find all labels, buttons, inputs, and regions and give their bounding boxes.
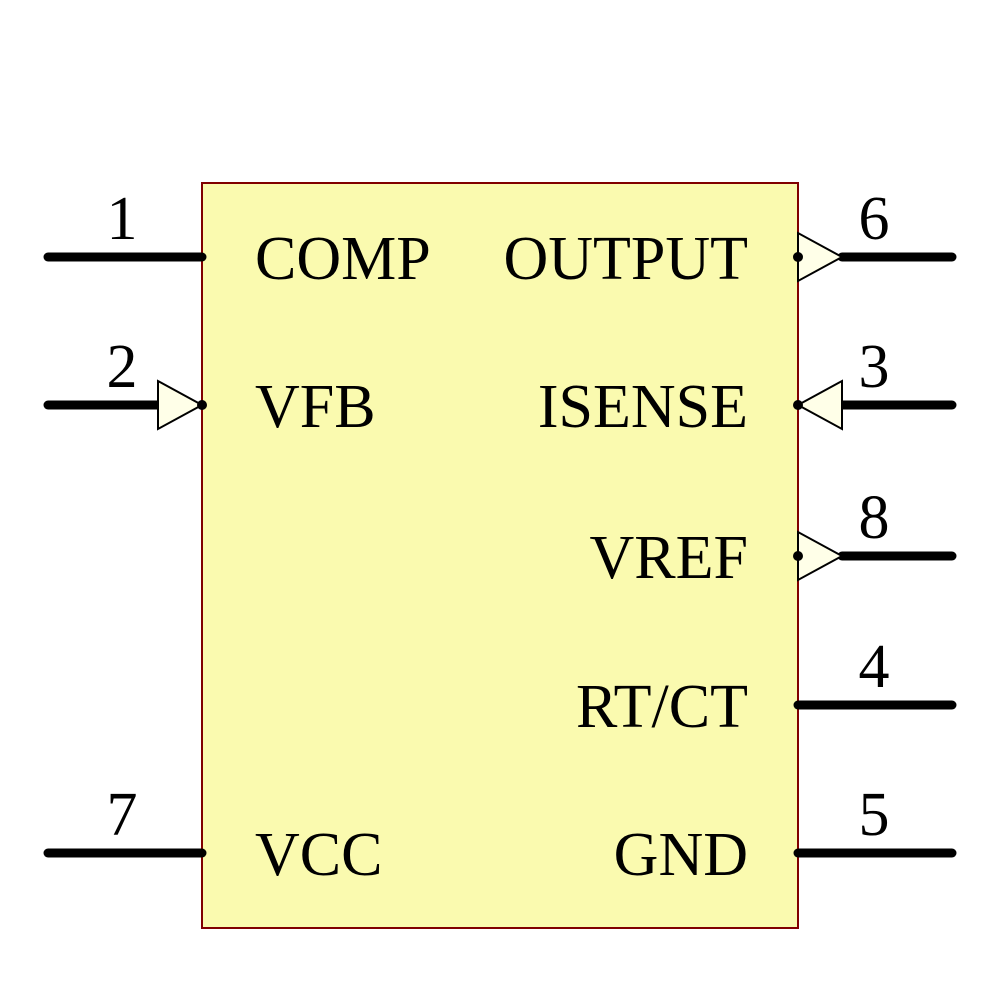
pin-label-output: OUTPUT bbox=[503, 225, 748, 293]
pin-number-rt-ct: 4 bbox=[859, 633, 890, 701]
pin-number-output: 6 bbox=[859, 185, 890, 253]
pin-label-vcc: VCC bbox=[255, 821, 382, 889]
pin-number-vfb: 2 bbox=[107, 333, 138, 401]
pin-arrow-input-isense bbox=[795, 379, 843, 431]
pin-number-isense: 3 bbox=[859, 333, 890, 401]
pin-number-vref: 8 bbox=[859, 484, 890, 552]
pin-label-isense: ISENSE bbox=[538, 373, 748, 441]
pin-node-output bbox=[793, 252, 803, 262]
pin-label-comp: COMP bbox=[255, 225, 431, 293]
pin-node-vref bbox=[793, 551, 803, 561]
pin-label-rt-ct: RT/CT bbox=[576, 673, 748, 741]
pin-node-isense bbox=[793, 400, 803, 410]
pin-rt-ct[interactable]: 4RT/CT bbox=[576, 633, 957, 741]
pin-label-gnd: GND bbox=[614, 821, 748, 889]
pin-node-vfb bbox=[197, 400, 207, 410]
pin-number-comp: 1 bbox=[107, 185, 138, 253]
pin-number-vcc: 7 bbox=[107, 781, 138, 849]
pin-label-vref: VREF bbox=[590, 524, 748, 592]
pin-number-gnd: 5 bbox=[859, 781, 890, 849]
pin-arrow-input-vfb bbox=[157, 379, 205, 431]
pin-label-vfb: VFB bbox=[255, 373, 376, 441]
ic-body-rectangle bbox=[201, 182, 799, 929]
